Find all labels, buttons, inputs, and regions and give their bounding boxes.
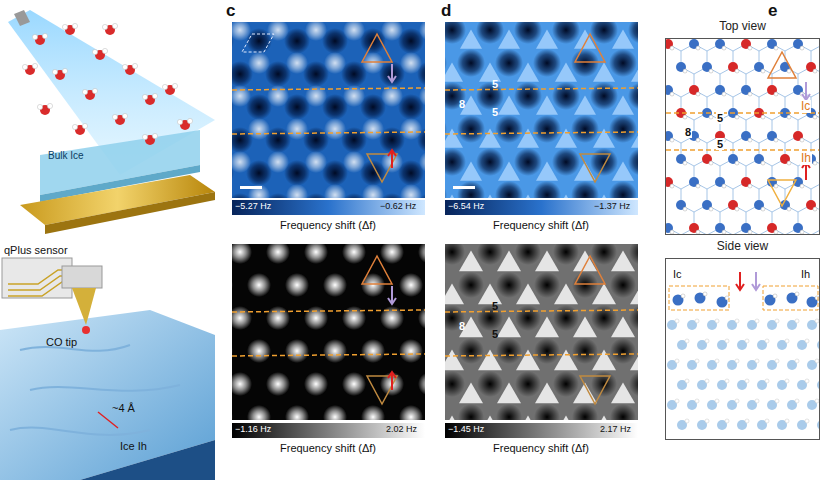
panel-letter: c [226, 2, 235, 21]
part-label: Bulk Ice [48, 150, 84, 161]
ring-label: 5 [492, 106, 498, 118]
ring-label: 5 [716, 138, 724, 150]
axis-label: Frequency shift (Δf) [280, 442, 376, 454]
axis-label: Frequency shift (Δf) [280, 219, 376, 231]
ring-label: 5 [716, 112, 724, 124]
dimension: ~4 Å [112, 402, 135, 414]
scale-value: −1.45 Hz [448, 425, 484, 435]
ring-label: 5 [492, 78, 498, 90]
view-panel: Top view [665, 18, 820, 38]
ring-label: 8 [684, 126, 692, 138]
ring-label: 5 [492, 300, 498, 312]
ring-label: 5 [492, 328, 498, 340]
scale-value: −6.54 Hz [448, 202, 484, 212]
scale-value: 2.02 Hz [386, 425, 417, 435]
scale-value: −0.62 Hz [380, 202, 416, 212]
scale-value: −1.37 Hz [594, 202, 630, 212]
part-label: Ice Ih [120, 440, 147, 452]
view-panel: Side view [665, 238, 820, 258]
panel-letter: d [441, 2, 451, 21]
phase-label: Ih [800, 268, 811, 280]
phase-label: Ic [800, 100, 811, 113]
panel-letter: e [768, 2, 777, 21]
panel-heading: Side view [665, 238, 820, 254]
phase-label: Ih [800, 152, 812, 165]
phase-label: Ic [672, 268, 683, 280]
scale-value: −1.16 Hz [235, 425, 271, 435]
axis-label: Frequency shift (Δf) [493, 219, 589, 231]
ring-label: 8 [459, 320, 465, 332]
ring-label: 8 [459, 98, 465, 110]
part-label: CO tip [46, 336, 77, 348]
part-label: qPlus sensor [4, 244, 68, 256]
panel-heading: Top view [665, 18, 820, 34]
scale-value: −5.27 Hz [235, 202, 271, 212]
axis-label: Frequency shift (Δf) [493, 442, 589, 454]
scale-value: 2.17 Hz [600, 425, 631, 435]
